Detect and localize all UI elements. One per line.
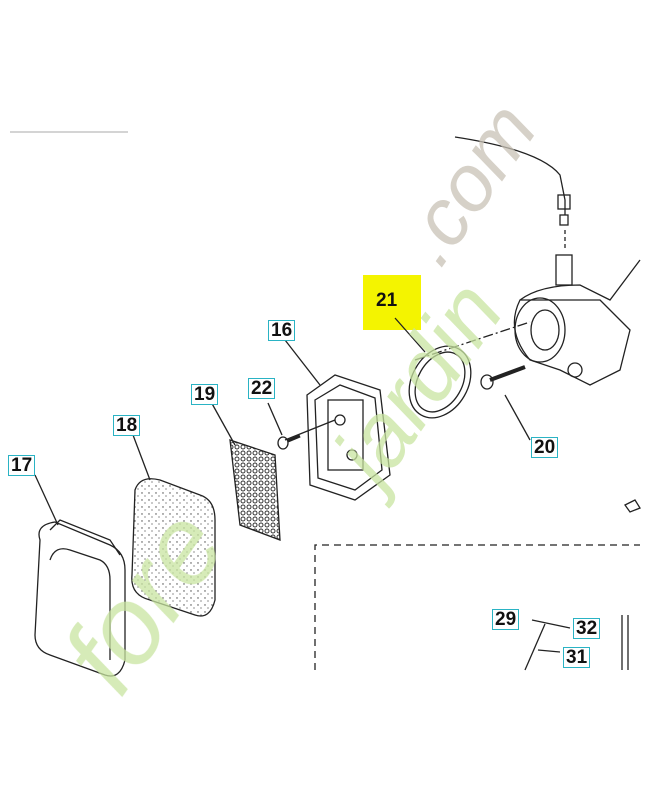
part-label-17: 17 bbox=[8, 455, 36, 476]
watermark-logo: fore jardin .com bbox=[39, 87, 553, 714]
part-label-18: 18 bbox=[113, 415, 141, 436]
part-label-31: 31 bbox=[563, 647, 591, 668]
part-label-20: 20 bbox=[531, 437, 559, 458]
part-label-21-highlighted: 21 bbox=[376, 290, 398, 311]
throttle-cable bbox=[454, 136, 566, 215]
filter-screen-19 bbox=[229, 439, 281, 541]
air-filter-base-16 bbox=[306, 374, 391, 501]
gasket-21 bbox=[408, 345, 472, 419]
part-label-19: 19 bbox=[191, 384, 219, 405]
svg-text:fore: fore bbox=[39, 488, 248, 714]
part-label-22: 22 bbox=[248, 378, 276, 399]
part-label-29: 29 bbox=[492, 609, 520, 630]
part-label-16: 16 bbox=[268, 320, 296, 341]
part-label-32: 32 bbox=[573, 618, 601, 639]
highlight-box bbox=[363, 275, 421, 330]
svg-text:.com: .com bbox=[381, 87, 553, 280]
foam-filter-18 bbox=[131, 478, 216, 617]
carburetor bbox=[513, 254, 641, 386]
air-filter-cover-17 bbox=[34, 519, 126, 677]
